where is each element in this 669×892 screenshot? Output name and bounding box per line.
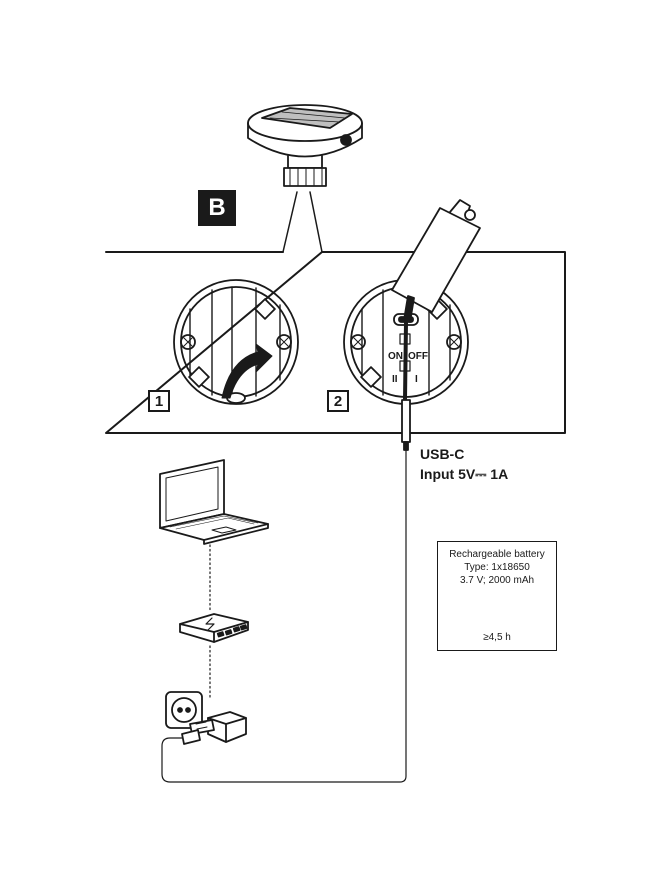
open-arrow-icon (221, 343, 273, 399)
step-2-label: 2 (327, 390, 349, 412)
wall-socket-icon (165, 691, 203, 729)
switch-pos-2-label: II (392, 374, 398, 385)
laptop-icon (159, 459, 269, 545)
battery-runtime: ≥4,5 h (483, 632, 511, 643)
switch-pos-1-label: I (415, 374, 418, 385)
battery-type: Type: 1x18650 (464, 562, 530, 573)
usb-input-label: Input 5V⎓ 1A (420, 466, 509, 482)
detail-panel (105, 251, 566, 434)
usb-hub-icon (179, 613, 249, 643)
battery-spec: 3.7 V; 2000 mAh (459, 575, 535, 586)
battery-compartment-step1 (173, 279, 299, 405)
step-1-label: 1 (148, 390, 170, 412)
screwdriver-icon (391, 199, 481, 323)
battery-info-box: Rechargeable battery Type: 1x18650 3.7 V… (437, 541, 557, 651)
section-badge: B (198, 190, 236, 226)
usb-c-cable (161, 320, 411, 783)
switch-off-label: OFF (408, 351, 428, 362)
power-adapter-icon (181, 711, 247, 745)
solar-light-icon (247, 104, 363, 187)
switch-on-label: ON (388, 351, 403, 362)
usb-connector-label: USB-C (420, 446, 465, 462)
battery-title: Rechargeable battery (449, 549, 545, 560)
